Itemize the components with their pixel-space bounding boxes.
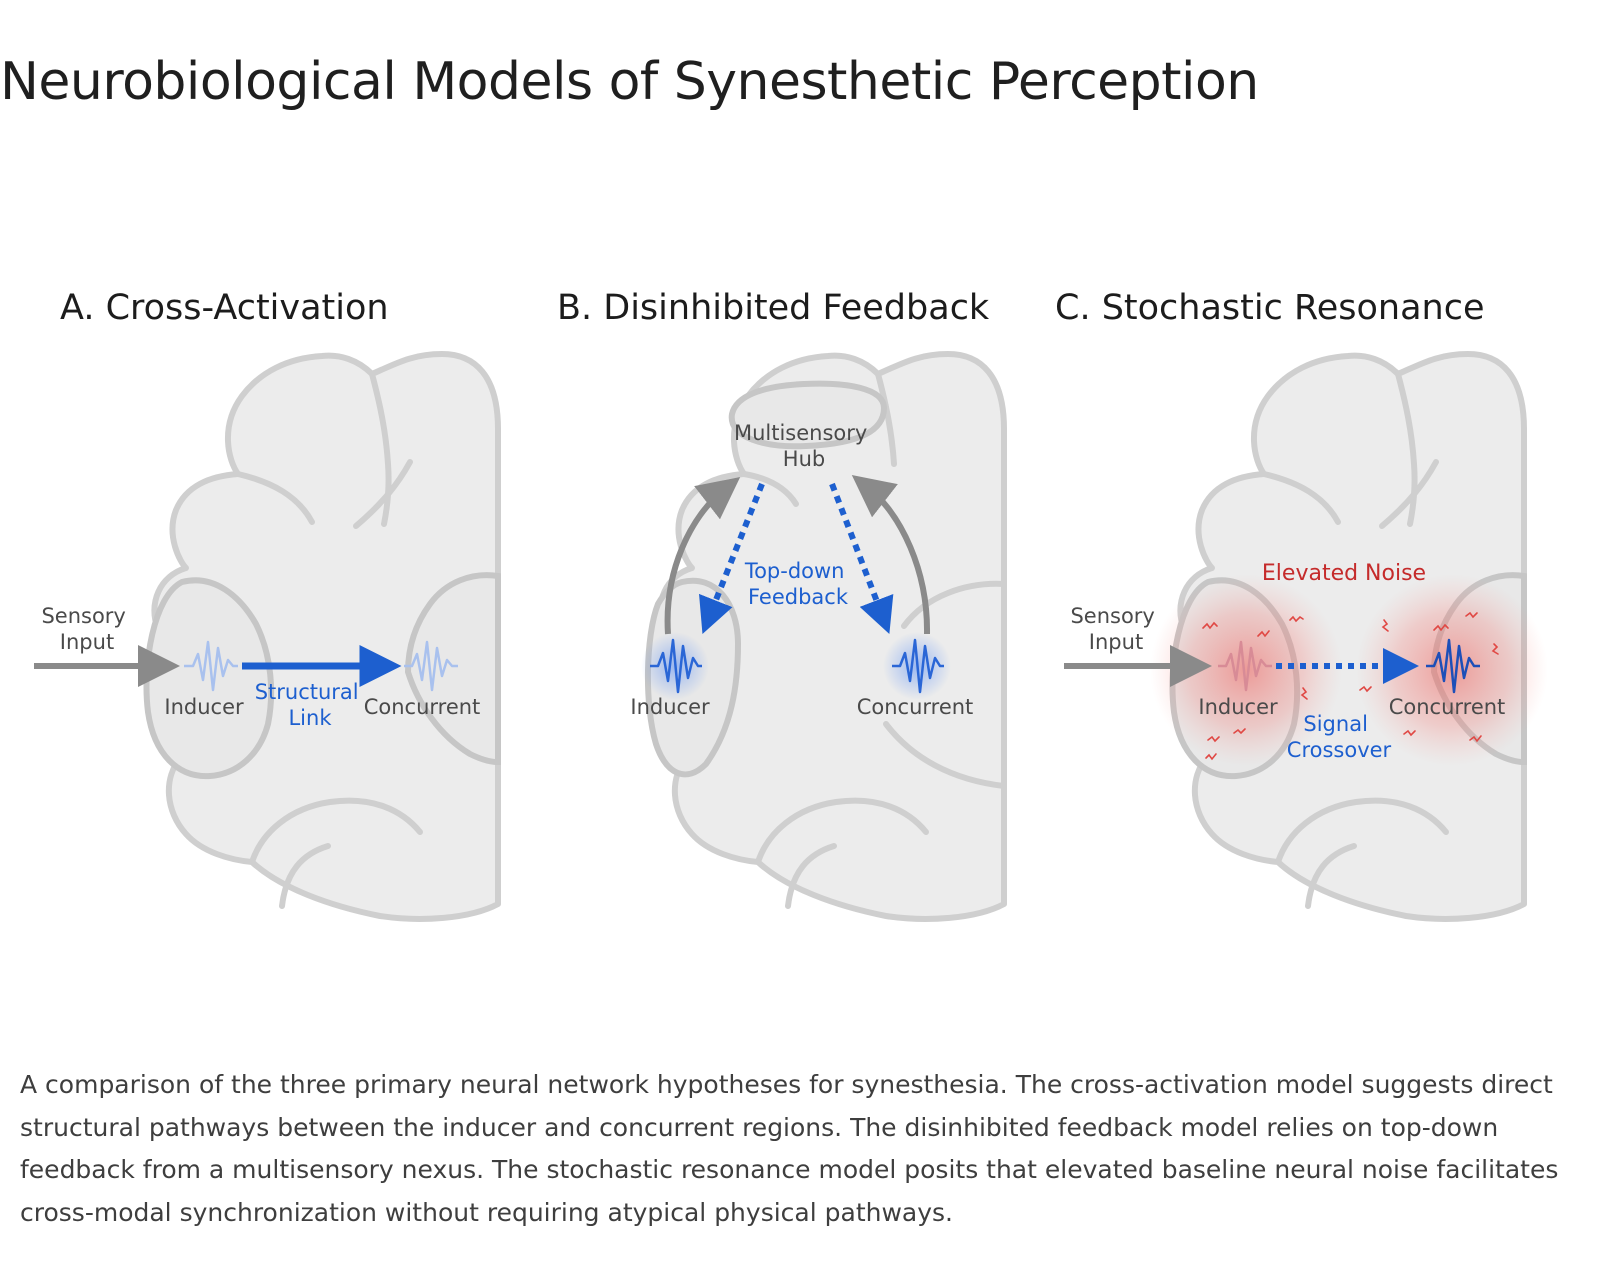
panel-c-concurrent-wave-icon bbox=[1426, 638, 1480, 694]
panel-a-inducer-label: Inducer bbox=[164, 695, 244, 719]
panel-c-sensory-input-label: Sensory Input bbox=[1070, 604, 1161, 654]
panel-c-concurrent-label: Concurrent bbox=[1389, 695, 1506, 719]
panel-b-concurrent-to-hub-arrow bbox=[851, 474, 931, 635]
panel-b-concurrent-wave-icon bbox=[892, 638, 944, 694]
panel-c-elevated-noise-label: Elevated Noise bbox=[1262, 561, 1426, 586]
figure-panel: A. Cross-Activation Sensory Input Induce… bbox=[0, 164, 1600, 1040]
panel-a-concurrent-label: Concurrent bbox=[364, 695, 481, 719]
panel-a-brain bbox=[146, 354, 498, 919]
panel-c-inducer-wave-icon bbox=[1218, 640, 1272, 692]
panel-b-feedback-arrow-right bbox=[829, 482, 894, 635]
synesthesia-models-figure: A. Cross-Activation Sensory Input Induce… bbox=[34, 288, 1548, 1040]
panel-a-title: A. Cross-Activation bbox=[60, 288, 389, 328]
panel-c-inducer-label: Inducer bbox=[1198, 695, 1278, 719]
panel-b-disinhibited-feedback: B. Disinhibited Feedback Multisensory Hu… bbox=[557, 288, 1007, 922]
panel-a-structural-link-label: Structural Link bbox=[255, 680, 366, 730]
panel-c-inducer-noise-cloud bbox=[1150, 574, 1342, 766]
panel-a-concurrent-wave-icon bbox=[404, 640, 458, 692]
panel-c-signal-crossover-label: Signal Crossover bbox=[1287, 712, 1392, 762]
panel-b-top-down-feedback-label: Top-down Feedback bbox=[744, 559, 851, 609]
panel-b-inducer-wave-icon bbox=[650, 638, 702, 694]
panel-b-inducer-label: Inducer bbox=[630, 695, 710, 719]
panel-c-title: C. Stochastic Resonance bbox=[1055, 288, 1485, 328]
panel-a-cross-activation: A. Cross-Activation Sensory Input Induce… bbox=[34, 288, 498, 919]
panel-a-sensory-input-label: Sensory Input bbox=[41, 604, 132, 654]
figure-caption: A comparison of the three primary neural… bbox=[20, 1070, 1559, 1227]
panel-c-stochastic-resonance: C. Stochastic Resonance bbox=[1055, 288, 1548, 922]
panel-c-noise-squiggles bbox=[1202, 611, 1499, 761]
panel-b-inducer-to-hub-arrow bbox=[664, 476, 741, 635]
panel-b-concurrent-label: Concurrent bbox=[857, 695, 974, 719]
panel-b-multisensory-hub-label: Multisensory Hub bbox=[734, 421, 874, 471]
panel-b-feedback-arrow-left bbox=[699, 482, 765, 634]
page-title: Neurobiological Models of Synesthetic Pe… bbox=[0, 52, 1259, 112]
panel-b-title: B. Disinhibited Feedback bbox=[557, 288, 990, 328]
panel-a-inducer-wave-icon bbox=[184, 640, 238, 692]
